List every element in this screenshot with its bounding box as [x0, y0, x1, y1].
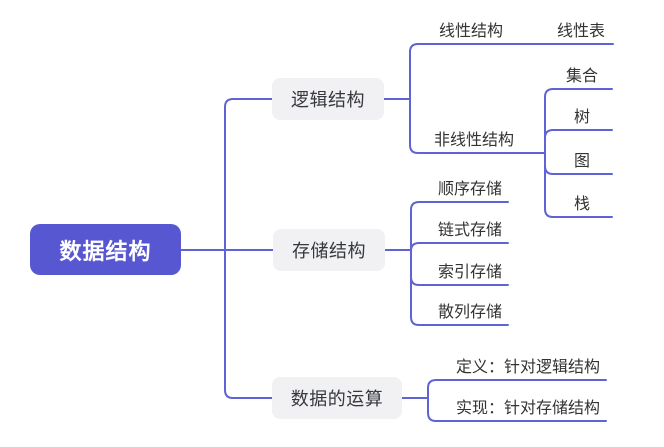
node-index-storage[interactable]: 索引存储 [437, 264, 502, 281]
node-hash-storage[interactable]: 散列存储 [437, 304, 502, 321]
node-linked-storage[interactable]: 链式存储 [437, 222, 502, 239]
node-operation-implementation[interactable]: 实现：针对存储结构 [455, 400, 600, 417]
node-linear-structure[interactable]: 线性结构 [438, 23, 503, 40]
node-root[interactable]: 数据结构 [30, 224, 181, 275]
node-linear-list[interactable]: 线性表 [556, 23, 605, 40]
node-data-operations[interactable]: 数据的运算 [272, 377, 402, 419]
connector-nonlinear-set [544, 88, 613, 154]
connector-operations-definition [427, 379, 607, 399]
node-storage-structure[interactable]: 存储结构 [273, 229, 385, 271]
node-tree[interactable]: 树 [573, 109, 590, 126]
connector-storage-linked [410, 242, 509, 252]
connector-nonlinear-tree [544, 129, 613, 139]
node-sequential-storage[interactable]: 顺序存储 [437, 181, 502, 198]
node-logic-structure[interactable]: 逻辑结构 [272, 78, 384, 120]
node-set[interactable]: 集合 [565, 68, 598, 85]
connector-logic-linear [409, 43, 614, 100]
node-stack[interactable]: 栈 [573, 196, 590, 213]
node-graph[interactable]: 图 [573, 153, 590, 170]
connector-operations-implementation [427, 397, 607, 422]
connector-storage-sequential [410, 201, 509, 251]
connector-nonlinear-stack [544, 152, 613, 218]
connector-root-logic [224, 98, 273, 251]
connector-logic-nonlinear [409, 98, 546, 154]
connector-root-operations [224, 249, 273, 399]
node-operation-definition[interactable]: 定义：针对逻辑结构 [455, 359, 600, 376]
node-nonlinear-structure[interactable]: 非线性结构 [433, 132, 514, 149]
connector-storage-hash [410, 249, 509, 326]
